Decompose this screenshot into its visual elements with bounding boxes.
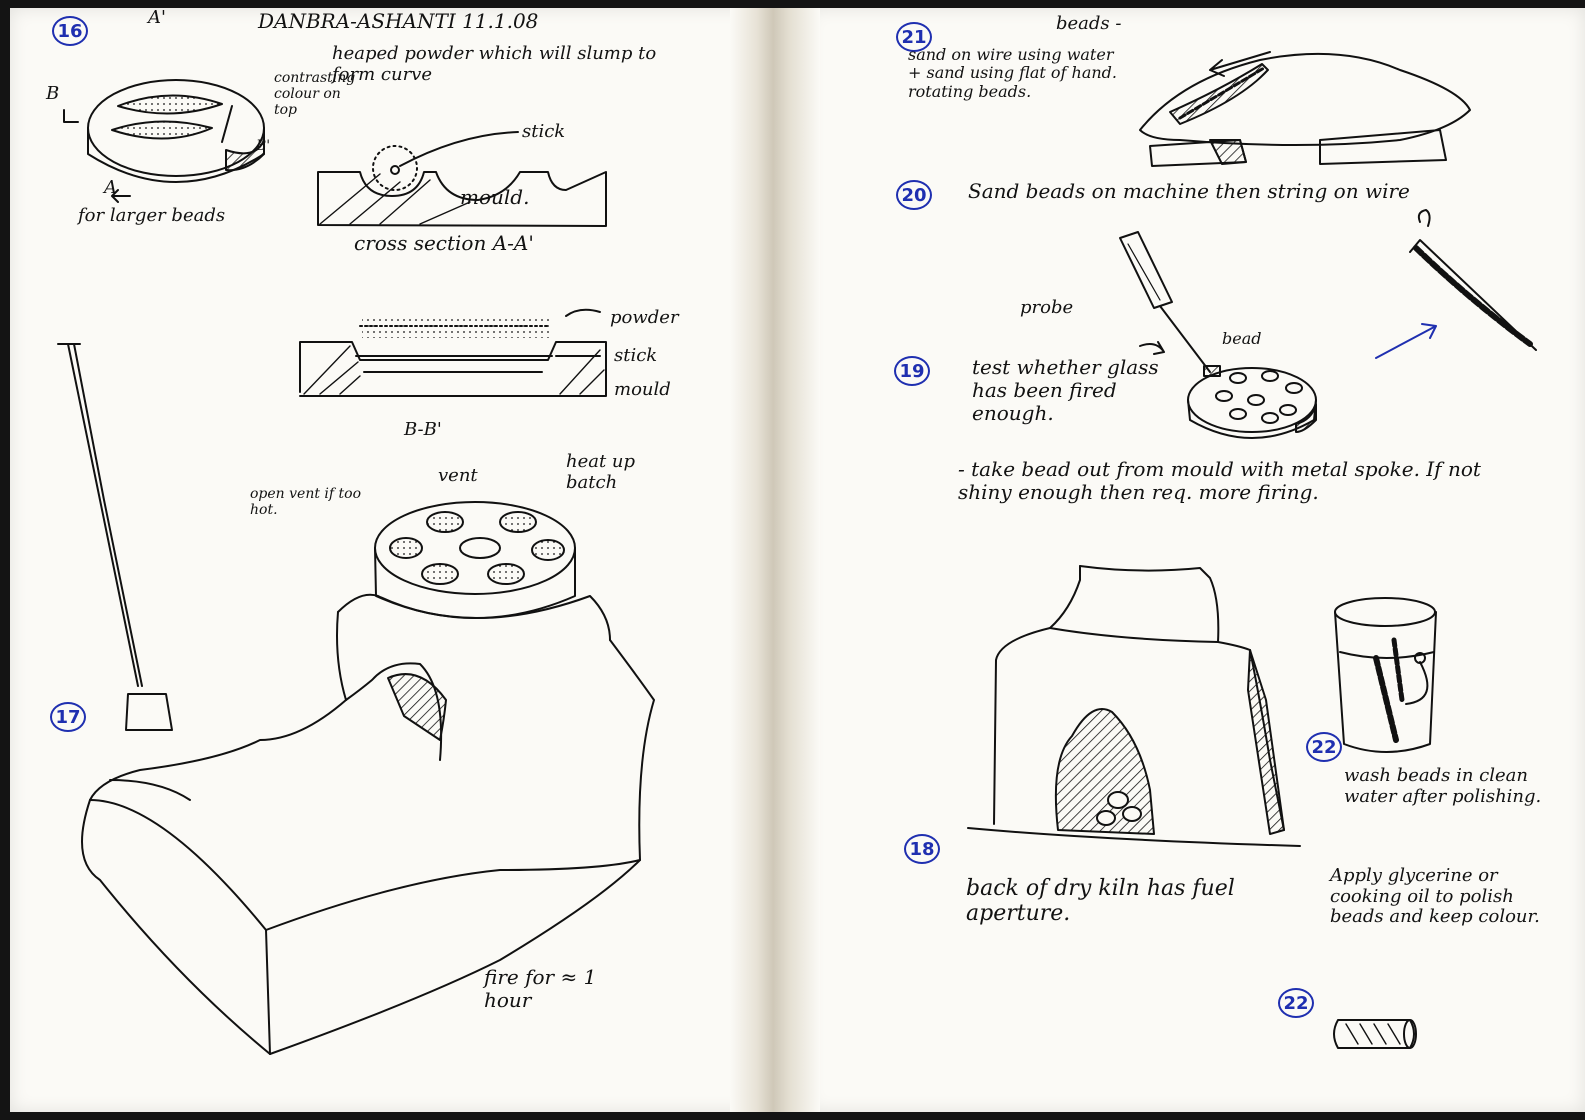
contrasting-colour-note: contrasting colour on top [274, 70, 366, 118]
step-18-number: 18 [904, 834, 940, 864]
stick-label: stick [522, 122, 565, 143]
step-20-number: 20 [896, 180, 932, 210]
open-vent-note: open vent if too hot. [250, 486, 390, 518]
water-bucket-sketch [1335, 598, 1436, 752]
section-b-prime-label: B' [256, 138, 270, 154]
back-of-kiln-note: back of dry kiln has fuel aperture. [966, 876, 1296, 927]
cross-section-bb-sketch [300, 310, 606, 396]
vent-label: vent [438, 466, 478, 487]
section-b-label: B [46, 84, 59, 105]
beads-on-wire-sketch [1376, 210, 1536, 358]
powder-label: powder [610, 308, 679, 329]
single-bead-sketch [1334, 1020, 1416, 1048]
cross-section-aa-sketch [318, 132, 606, 226]
beads-label: beads - [1056, 14, 1121, 35]
step-16-number: 16 [52, 16, 88, 46]
take-bead-out-note: - take bead out from mould with metal sp… [958, 458, 1518, 504]
sand-on-wire-note: sand on wire using water + sand using fl… [908, 46, 1128, 101]
stick-label-2: stick [614, 346, 657, 367]
heaped-powder-note: heaped powder which will slump to form c… [332, 44, 692, 85]
back-of-kiln-sketch [968, 566, 1300, 846]
mould-label-2: mould [614, 380, 671, 401]
probe-label: probe [1020, 298, 1073, 319]
bead-label: bead [1222, 330, 1262, 348]
step-20-text: Sand beads on machine then string on wir… [968, 180, 1488, 203]
long-spoke-tool-sketch [58, 344, 172, 730]
section-a-prime-label: A' [148, 8, 166, 29]
for-larger-beads-note: for larger beads [78, 206, 298, 227]
page-header-date: DANBRA-ASHANTI 11.1.08 [258, 10, 538, 33]
apply-glycerine-note: Apply glycerine or cooking oil to polish… [1330, 866, 1560, 928]
step-22-wash-number: 22 [1306, 732, 1342, 762]
step-19-number: 19 [894, 356, 930, 386]
test-fired-note: test whether glass has been fired enough… [972, 356, 1172, 425]
cross-section-label: cross section A-A' [354, 232, 534, 255]
round-mould-sketch [64, 80, 264, 202]
fire-for-hour-note: fire for ≈ 1 hour [484, 966, 644, 1012]
section-bb-label: B-B' [404, 420, 442, 441]
mould-label: mould. [460, 186, 529, 209]
wash-beads-note: wash beads in clean water after polishin… [1344, 766, 1544, 807]
step-17-number: 17 [50, 702, 86, 732]
sanding-beads-sketch [1140, 52, 1470, 166]
step-22-apply-number: 22 [1278, 988, 1314, 1018]
section-a-label: A [104, 178, 117, 199]
heat-up-batch-note: heat up batch [566, 452, 676, 493]
